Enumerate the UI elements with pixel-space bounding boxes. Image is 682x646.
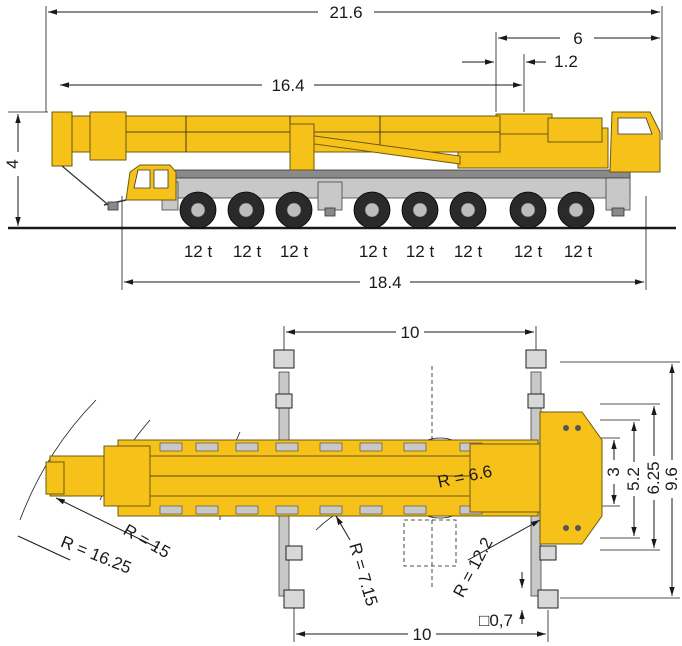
outrigger-pad-rear-top: [525, 349, 547, 369]
width-625-label: 6.25: [644, 461, 663, 494]
outrigger-span-bottom-label: 10: [413, 625, 432, 644]
rear-overhang-label: 6: [573, 29, 582, 48]
dimension-overall-length: 21.6: [48, 3, 660, 22]
dimension-outrigger-span-top: 10: [286, 323, 534, 342]
dimension-widths: 3 5.2 6.25 9.6: [560, 361, 681, 599]
axle-load-5: 12 t: [406, 242, 435, 261]
pad-size-callout: □0,7: [479, 572, 525, 630]
outrigger-pad-front-top: [273, 349, 295, 369]
axle-load-2: 12 t: [233, 242, 262, 261]
width-96-label: 9.6: [662, 467, 681, 491]
front-offset-label: 1.2: [554, 52, 578, 71]
width-52-label: 5.2: [624, 467, 643, 491]
dimension-front-offset: 1.2: [462, 52, 578, 71]
outrigger-pad-rear-bottom: [537, 589, 559, 609]
axle-load-7: 12 t: [514, 242, 543, 261]
dimension-outrigger-span-bottom: 10: [296, 625, 546, 644]
dimension-height: 4: [3, 111, 48, 226]
axle-load-1: 12 t: [184, 242, 213, 261]
radius-1625-label: R = 16.25: [58, 532, 134, 577]
crane-side-illustration: [51, 111, 661, 229]
outrigger-span-top-label: 10: [401, 323, 420, 342]
radius-counterweight-label: R = 12.2: [450, 534, 497, 600]
dimension-rear-overhang: 6: [498, 29, 660, 48]
axle-load-3: 12 t: [280, 242, 309, 261]
dimension-boom-reach: 16.4: [60, 76, 522, 95]
boom-reach-label: 16.4: [271, 76, 304, 95]
radius-15-label: R = 15: [120, 520, 173, 562]
width-3-label: 3: [604, 467, 623, 476]
side-view: 21.6 6 1.2 16.4 4: [3, 3, 676, 292]
overall-length-label: 21.6: [329, 3, 362, 22]
radius-boom-tip-label: R = 7.15: [345, 541, 381, 608]
top-view: 10 10 3 5.2: [17, 323, 681, 644]
dimension-chassis-length: 18.4: [124, 273, 644, 292]
height-label: 4: [3, 159, 22, 168]
pad-size-label: □0,7: [479, 611, 513, 630]
wheels: [179, 191, 595, 229]
outrigger-pad-front-bottom: [283, 589, 305, 609]
chassis-length-label: 18.4: [368, 273, 401, 292]
crane-top-illustration: [45, 349, 603, 609]
axle-loads: 12 t 12 t 12 t 12 t 12 t 12 t 12 t 12 t: [184, 242, 593, 261]
axle-load-6: 12 t: [454, 242, 483, 261]
axle-load-4: 12 t: [359, 242, 388, 261]
axle-load-8: 12 t: [564, 242, 593, 261]
